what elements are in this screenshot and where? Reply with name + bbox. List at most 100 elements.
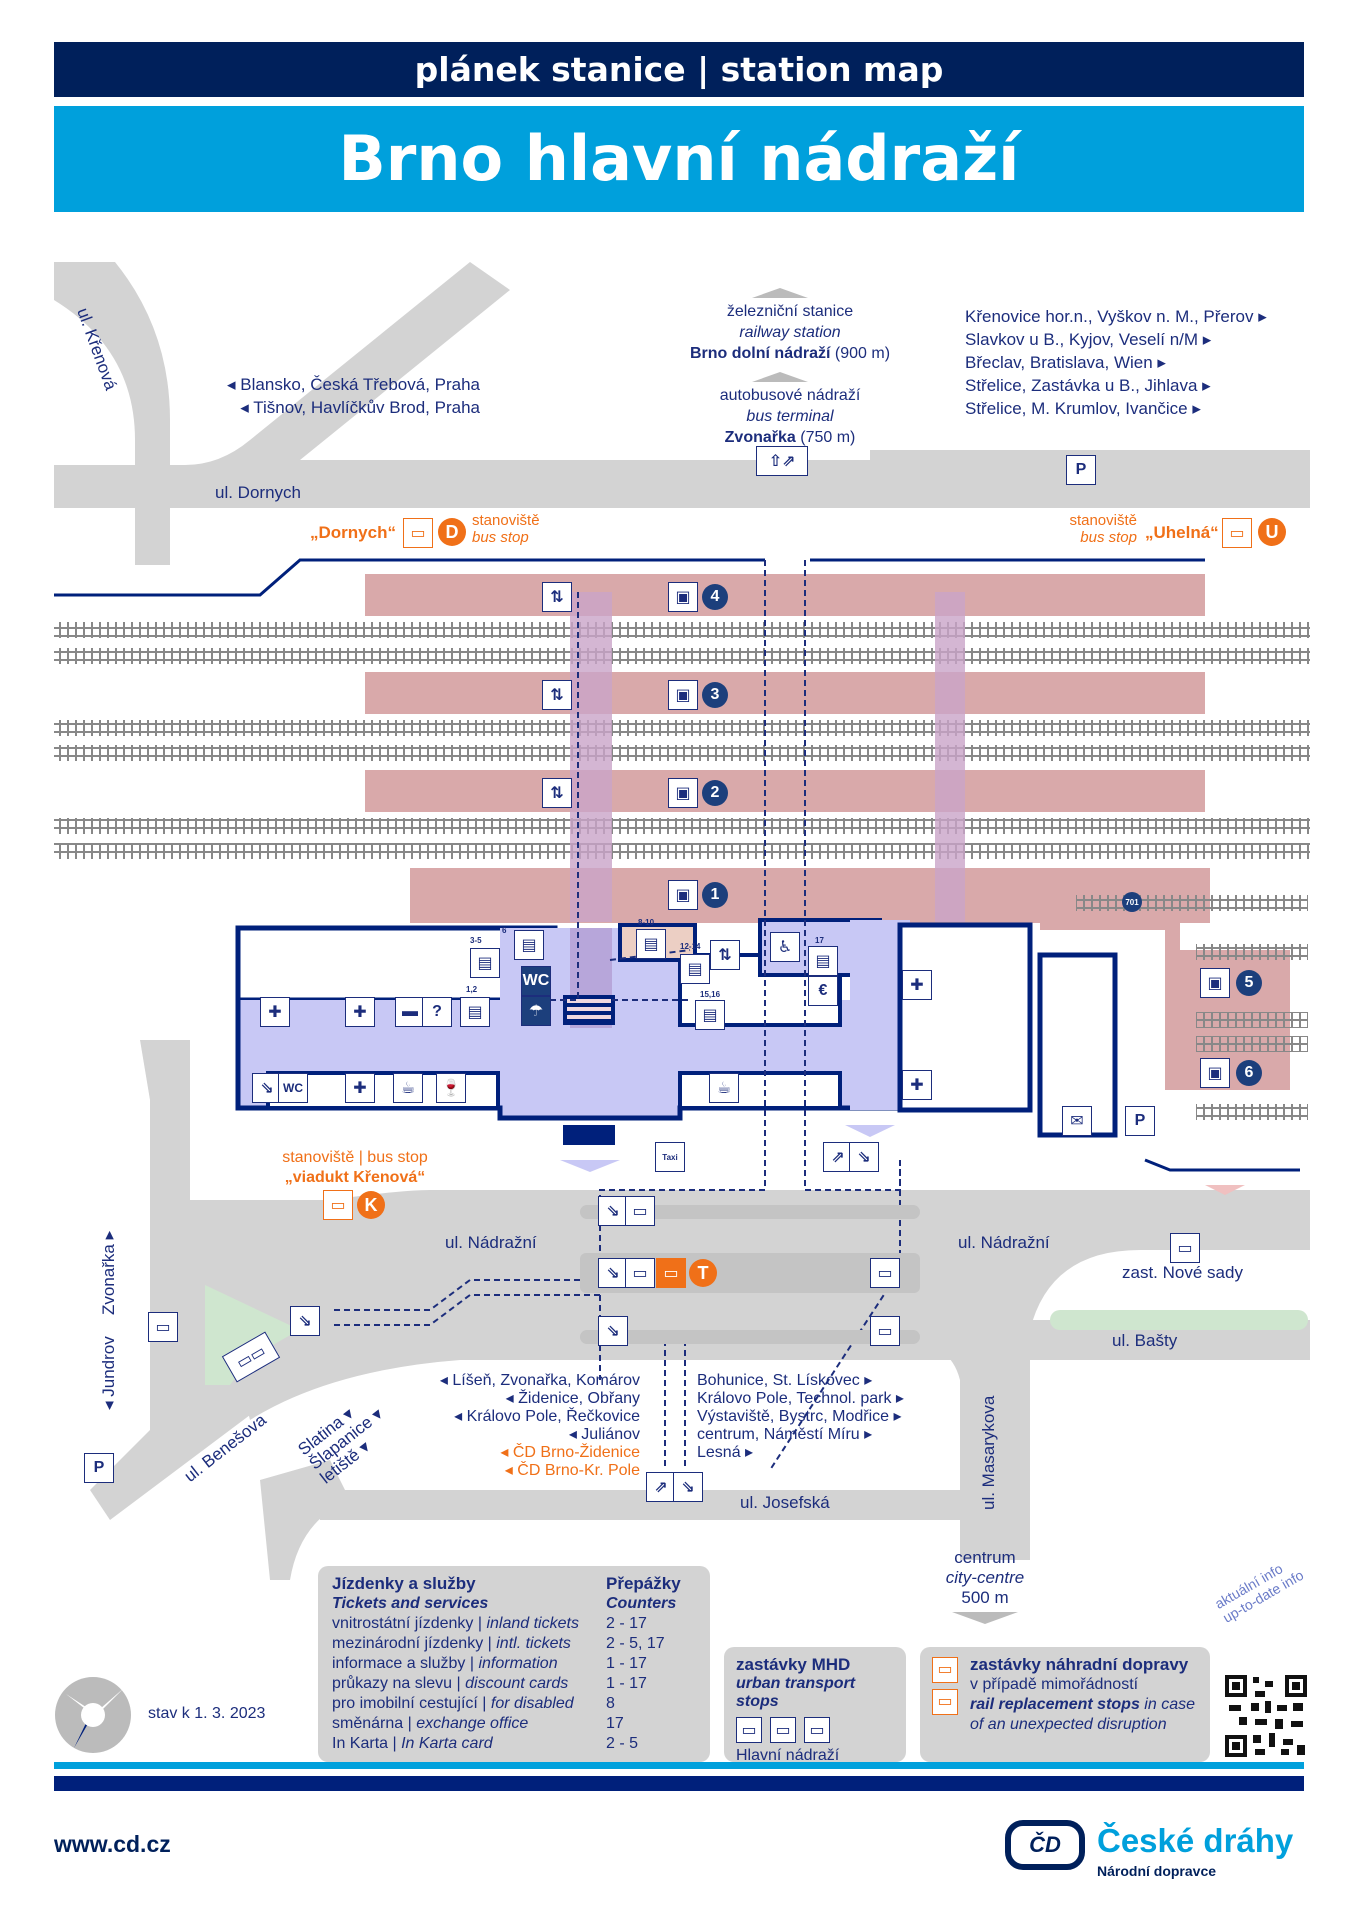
tram-icon: ▭: [1170, 1233, 1200, 1263]
platform-number-3: 3: [702, 682, 728, 708]
gift-shop-icon: ✚: [260, 997, 290, 1027]
direction-nw-2: ◂ Tišnov, Havlíčkův Brod, Praha: [240, 398, 480, 417]
platform-number-1: 1: [702, 882, 728, 908]
footer-band-dark: [54, 1776, 1304, 1791]
road-josefska: [320, 1490, 1030, 1520]
tram-icon: ▭: [736, 1717, 762, 1743]
arrow-down-icon: [952, 1612, 1018, 1624]
stairs-down-icon: ⇘: [598, 1258, 628, 1288]
rail-station-cz: železniční stanice: [726, 303, 854, 320]
street-dornych: ul. Dornych: [215, 483, 301, 502]
tram-directions-right: Bohunice, St. Lískovec ▸ Královo Pole, T…: [697, 1372, 904, 1462]
trolleybus-icon: ▭: [770, 1717, 796, 1743]
direction-text: Juliánov: [581, 1426, 640, 1443]
replacement-bus-icon: ▭: [932, 1657, 958, 1683]
ticket-counter-icon: ▤: [470, 948, 500, 978]
direction-text: Výstaviště, Bystrc, Modřice: [697, 1408, 890, 1425]
bus-terminal-cz: autobusové nádraží: [719, 387, 861, 404]
arrow-up-icon: [752, 288, 808, 298]
train-icon: ▣: [1200, 968, 1230, 998]
direction-text: Křenovice hor.n., Vyškov n. M., Přerov: [965, 307, 1254, 326]
brand-name: České dráhy: [1097, 1822, 1294, 1859]
legend-cz: informace a služby |: [332, 1655, 479, 1672]
wc-icon: WC: [521, 966, 551, 996]
legend-mhd: zastávky MHD urban transport stops ▭ ▭ ▭…: [724, 1647, 906, 1764]
direction-zvonarka: Zvonařka ▸: [99, 1230, 118, 1315]
date-label: stav k 1. 3. 2023: [148, 1705, 266, 1722]
tram-dir-right-3: Výstaviště, Bystrc, Modřice ▸: [697, 1408, 902, 1425]
direction-ne-5: Střelice, M. Krumlov, Ivančice ▸: [965, 399, 1201, 418]
legend-en: In Karta card: [401, 1735, 493, 1752]
direction-text: ČD Brno-Židenice: [512, 1444, 640, 1461]
counter-label-3-5: 3-5: [470, 936, 482, 945]
exchange-office-icon: €: [808, 976, 838, 1006]
direction-text: Královo Pole, Řečkovice: [466, 1408, 640, 1425]
wc-icon: WC: [278, 1073, 308, 1103]
bus-icon: ▭: [1222, 518, 1252, 548]
tram-icon: ▭: [870, 1258, 900, 1288]
tram-stop-nove-sady: zast. Nové sady: [1122, 1263, 1243, 1282]
tram-icon: ▭: [625, 1258, 655, 1288]
direction-text: Lesná: [697, 1444, 741, 1461]
tram-dir-right-2: Královo Pole, Technol. park ▸: [697, 1390, 904, 1407]
train-icon: ▣: [668, 680, 698, 710]
ticket-counter-icon: ▤: [680, 954, 710, 984]
legend-mhd-icons: ▭ ▭ ▭: [736, 1717, 894, 1743]
track-701-badge: 701: [1122, 892, 1142, 912]
footer-band-light: [54, 1762, 1304, 1769]
bus-stop-d-badge: D: [438, 518, 466, 546]
tram-dir-left-4: ◂ Juliánov: [568, 1426, 640, 1443]
legend-mhd-stop: Hlavní nádraží: [736, 1747, 840, 1764]
platform-4: [365, 574, 1205, 616]
legend-title-en: Tickets and services: [332, 1595, 489, 1612]
bus-stop-uhelna-label: stanoviště bus stop: [1045, 512, 1137, 546]
post-office-icon: ✉: [1062, 1106, 1092, 1136]
bus-stop-label-cz: stanoviště: [472, 512, 540, 529]
centre-en: city-centre: [945, 1568, 1025, 1587]
cd-logo: ČD: [1005, 1820, 1085, 1870]
luggage-icon: ▬: [395, 997, 425, 1027]
waiting-room-icon: ♿: [770, 932, 800, 962]
direction-text: ČD Brno-Kr. Pole: [517, 1462, 640, 1479]
stop-t-badge: T: [689, 1259, 717, 1287]
platform-number-5: 5: [1236, 970, 1262, 996]
legend-cz: mezinárodní jízdenky |: [332, 1635, 497, 1652]
website-link[interactable]: www.cd.cz: [54, 1831, 171, 1857]
legend-en: inland tickets: [486, 1615, 579, 1632]
ticket-counter-icon: ▤: [636, 929, 666, 959]
direction-ne-2: Slavkov u B., Kyjov, Veselí n/M ▸: [965, 330, 1212, 349]
elevator-icon: ⇅: [710, 940, 740, 970]
direction-text: Střelice, Zastávka u B., Jihlava: [965, 376, 1198, 395]
bus-terminal-label: autobusové nádraží bus terminal Zvonařka…: [670, 386, 910, 448]
legend-replacement-line4: of an unexpected disruption: [970, 1716, 1167, 1733]
ticket-counter-icon: ▤: [695, 1000, 725, 1030]
city-centre-label: centrum city-centre 500 m: [930, 1548, 1040, 1608]
legend-counters-title: Přepážky: [606, 1574, 681, 1593]
legend-cz: průkazy na slevu |: [332, 1675, 466, 1692]
qr-code[interactable]: [1225, 1675, 1307, 1757]
legend-en: information: [478, 1655, 558, 1672]
bus-icon: ▭: [804, 1717, 830, 1743]
platform-number-2: 2: [702, 780, 728, 806]
direction-ne-list: Křenovice hor.n., Vyškov n. M., Přerov ▸…: [965, 305, 1267, 420]
gift-shop-icon: ✚: [902, 1070, 932, 1100]
tram-dir-right-5: Lesná ▸: [697, 1444, 754, 1461]
counter-label-15-16: 15,16: [700, 990, 721, 999]
direction-ne-4: Střelice, Zastávka u B., Jihlava ▸: [965, 376, 1211, 395]
ticket-counter-icon: ▤: [808, 946, 838, 976]
bus-stop-u-badge: U: [1258, 518, 1286, 546]
direction-text: centrum, Náměstí Míru: [697, 1426, 860, 1443]
direction-ne-3: Břeclav, Bratislava, Wien ▸: [965, 353, 1166, 372]
rail-dir-left-1: ◂ ČD Brno-Židenice: [500, 1444, 640, 1461]
parking-icon: P: [84, 1453, 114, 1483]
rail-station-label: železniční stanice railway station Brno …: [670, 302, 910, 364]
road-nadrazni: [90, 1040, 1310, 1560]
counter-label-17: 17: [815, 936, 824, 945]
legend-mhd-title-en: urban transport stops: [736, 1675, 856, 1710]
legend-en: discount cards: [465, 1675, 569, 1692]
street-nadrazni-right: ul. Nádražní: [958, 1233, 1050, 1252]
direction-text: Jundrov: [99, 1336, 118, 1397]
